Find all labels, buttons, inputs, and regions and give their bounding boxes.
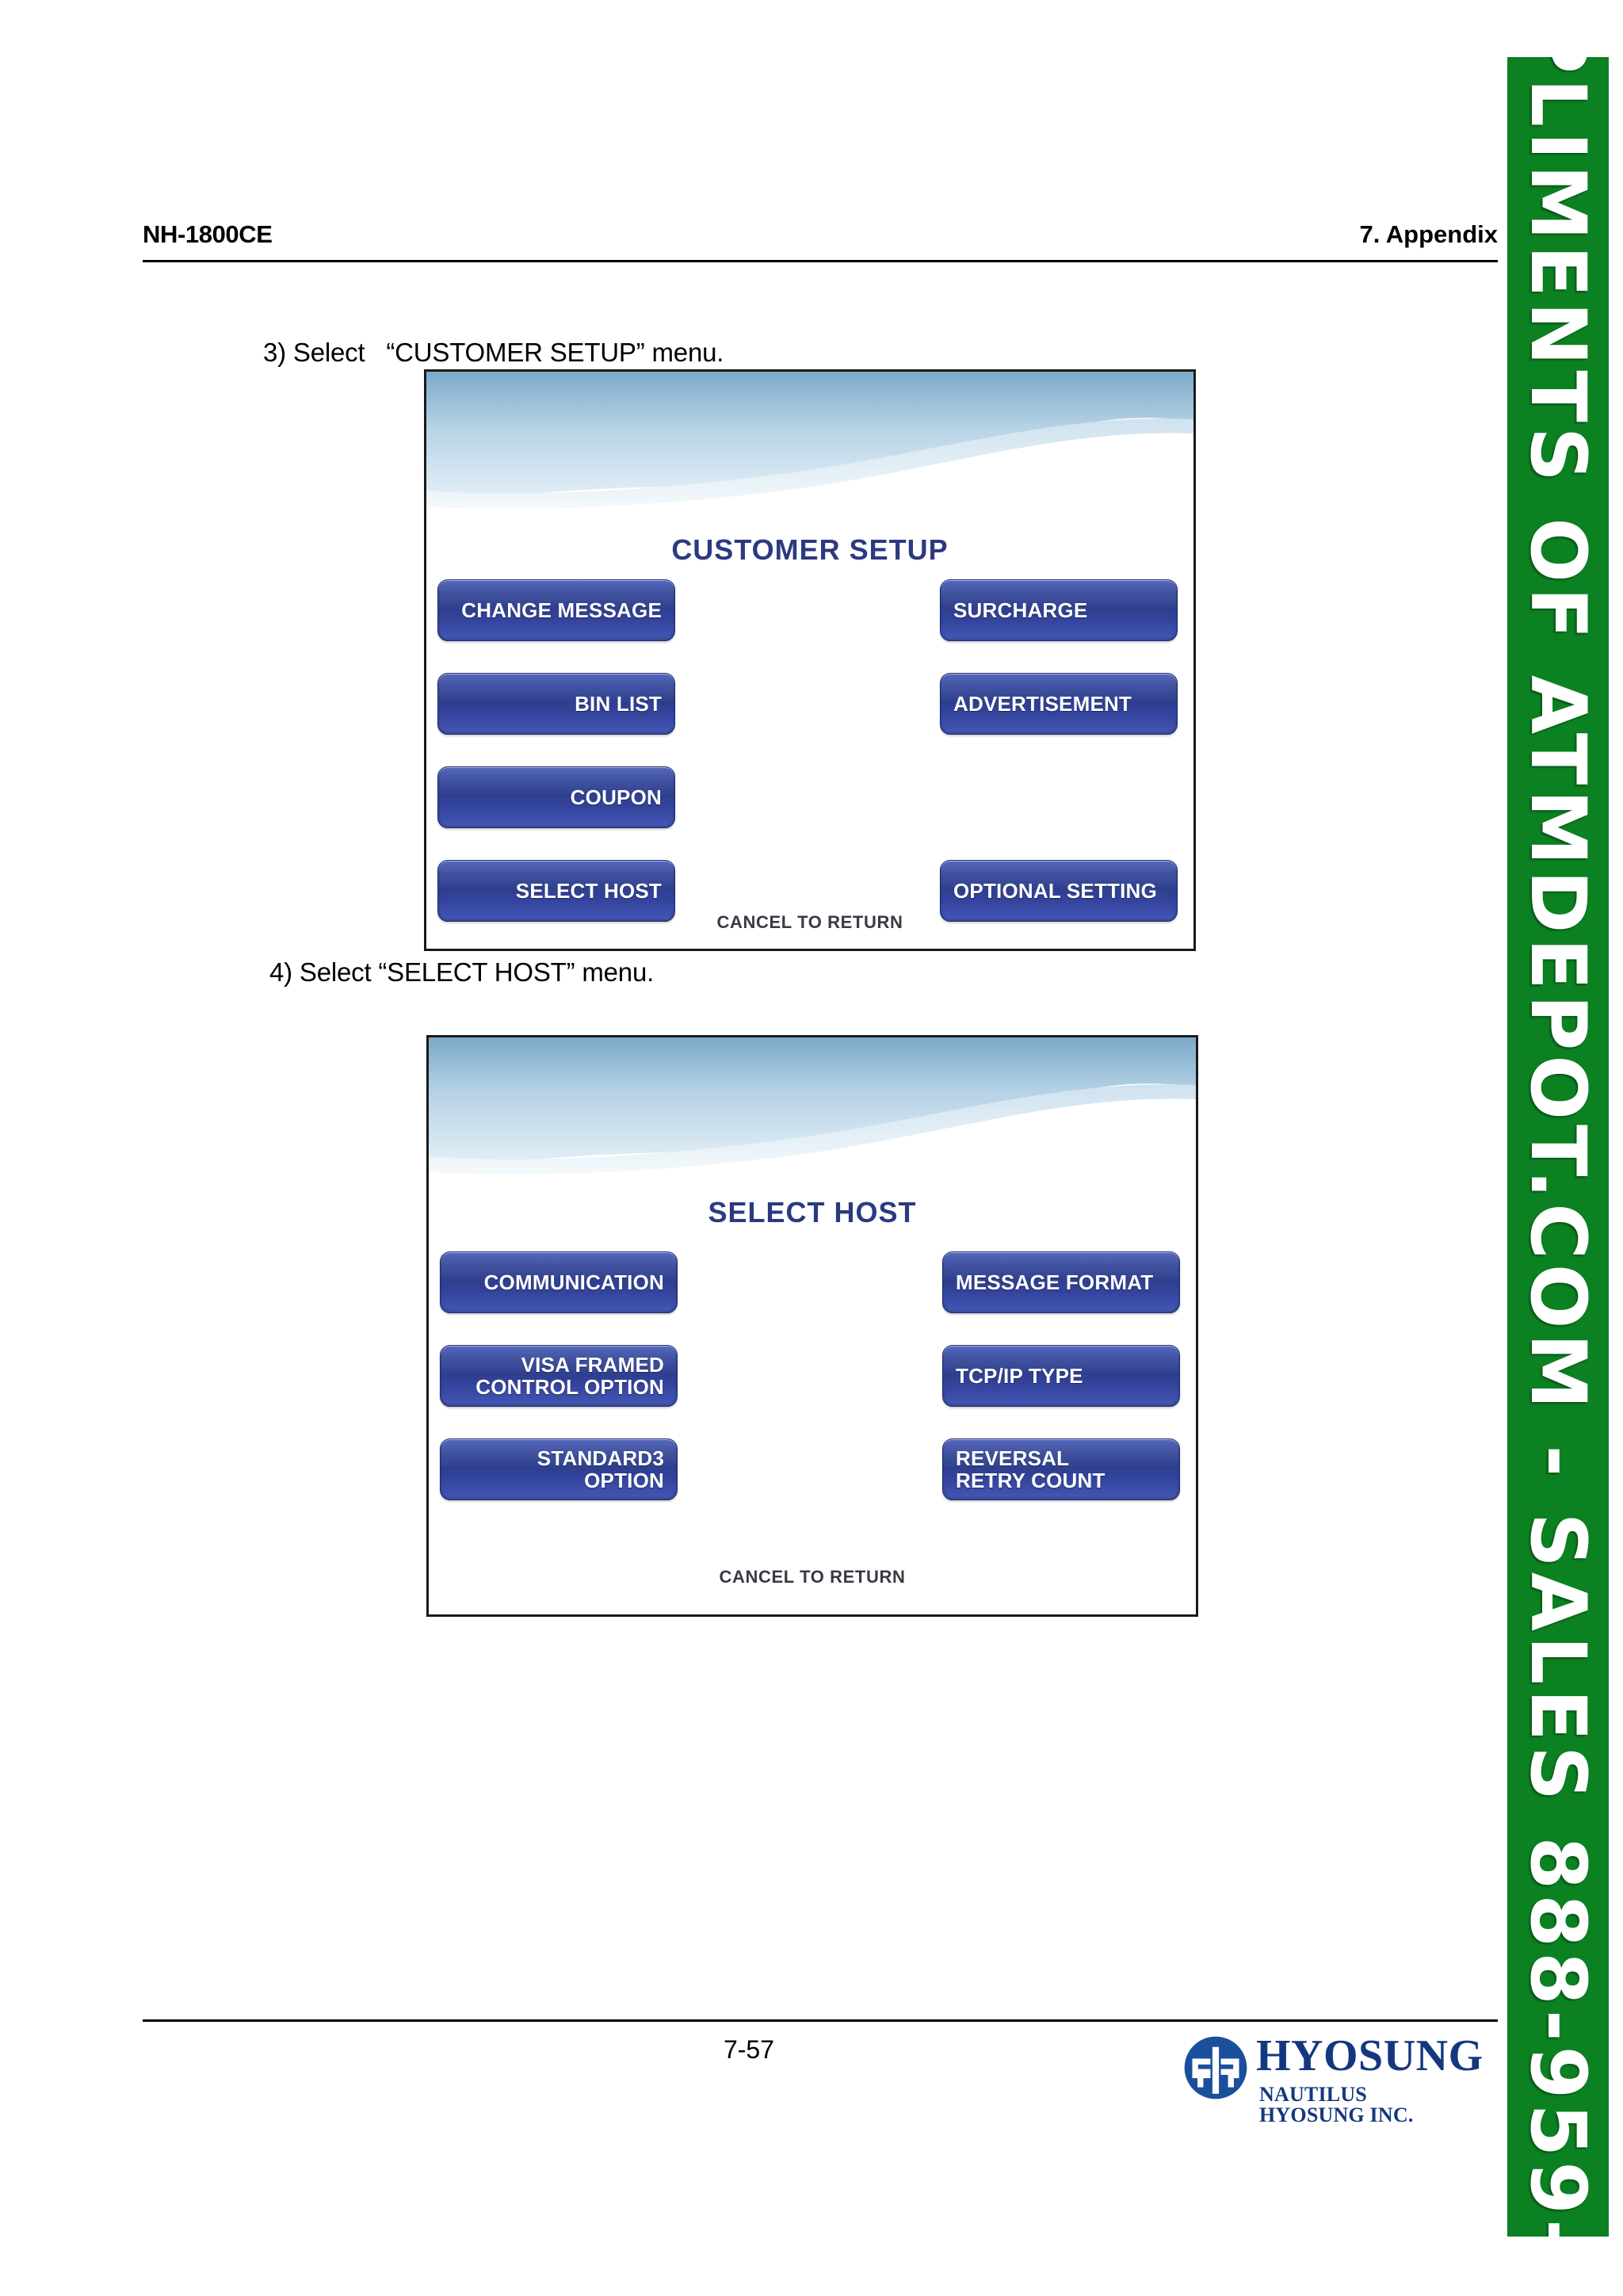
button-label: BIN LIST — [575, 691, 662, 716]
atmdepot-side-banner: COMPLIMENTS OF ATMDEPOT.COM - SALES 888-… — [1507, 57, 1609, 2237]
wave-graphic — [429, 1037, 1196, 1188]
wave-graphic — [426, 372, 1193, 522]
button-label-line-1: STANDARD3 — [537, 1446, 664, 1470]
button-select-host[interactable]: SELECT HOST — [437, 860, 675, 922]
button-label-line-2: RETRY COUNT — [956, 1469, 1106, 1492]
button-label: CHANGE MESSAGE — [461, 598, 662, 622]
button-bin-list[interactable]: BIN LIST — [437, 673, 675, 735]
button-reversal-retry-count[interactable]: REVERSAL RETRY COUNT — [942, 1438, 1180, 1500]
atm-screen-customer-setup: CUSTOMER SETUP CHANGE MESSAGE BIN LIST C… — [424, 369, 1196, 951]
button-coupon[interactable]: COUPON — [437, 766, 675, 828]
screen-title: SELECT HOST — [708, 1196, 917, 1228]
step-3-instruction: 3) Select “CUSTOMER SETUP” menu. — [263, 338, 724, 367]
button-advertisement[interactable]: ADVERTISEMENT — [940, 673, 1178, 735]
button-message-format[interactable]: MESSAGE FORMAT — [942, 1251, 1180, 1313]
button-communication[interactable]: COMMUNICATION — [440, 1251, 678, 1313]
hyosung-wordmark: HYOSUNG — [1256, 2031, 1484, 2080]
button-label-line-1: REVERSAL — [956, 1446, 1070, 1470]
atm-screen-select-host: SELECT HOST COMMUNICATION VISA FRAMED CO… — [426, 1035, 1198, 1617]
page-number: 7-57 — [723, 2035, 775, 2064]
screen-wave-header — [426, 372, 1193, 522]
hyosung-logo: HYOSUNG NAUTILUS HYOSUNG INC. — [1183, 2029, 1483, 2126]
button-optional-setting[interactable]: OPTIONAL SETTING — [940, 860, 1178, 922]
cancel-to-return-note: CANCEL TO RETURN — [716, 912, 903, 932]
button-change-message[interactable]: CHANGE MESSAGE — [437, 579, 675, 641]
side-banner-text: COMPLIMENTS OF ATMDEPOT.COM - SALES 888-… — [1514, 57, 1602, 2237]
header-model-name: NH-1800CE — [143, 220, 273, 248]
header-chapter-name: 7. Appendix — [1359, 220, 1498, 248]
screen-wave-header — [429, 1037, 1196, 1188]
button-label: OPTIONAL SETTING — [953, 878, 1157, 903]
button-label: ADVERTISEMENT — [953, 691, 1132, 716]
button-standard3-option[interactable]: STANDARD3 OPTION — [440, 1438, 678, 1500]
screen-title: CUSTOMER SETUP — [671, 533, 949, 566]
document-header: NH-1800CE 7. Appendix — [143, 220, 1498, 266]
step-4-instruction: 4) Select “SELECT HOST” menu. — [269, 957, 655, 987]
button-label: TCP/IP TYPE — [956, 1363, 1083, 1388]
hyosung-emblem-icon — [1184, 2036, 1247, 2099]
button-label: COMMUNICATION — [483, 1270, 664, 1294]
button-label-line-2: OPTION — [584, 1469, 664, 1492]
hyosung-subtitle: NAUTILUS HYOSUNG INC. — [1259, 2083, 1414, 2126]
button-surcharge[interactable]: SURCHARGE — [940, 579, 1178, 641]
header-divider — [143, 260, 1498, 262]
button-label: MESSAGE FORMAT — [956, 1270, 1154, 1294]
button-label-line-2: CONTROL OPTION — [475, 1375, 664, 1399]
cancel-to-return-note: CANCEL TO RETURN — [719, 1567, 906, 1587]
footer-divider — [143, 2019, 1498, 2022]
button-label: SELECT HOST — [515, 878, 662, 903]
button-tcp-ip-type[interactable]: TCP/IP TYPE — [942, 1345, 1180, 1407]
button-visa-framed-control-option[interactable]: VISA FRAMED CONTROL OPTION — [440, 1345, 678, 1407]
button-label: SURCHARGE — [953, 598, 1088, 622]
button-label-line-1: VISA FRAMED — [521, 1352, 664, 1377]
button-label: COUPON — [570, 785, 662, 809]
document-page: NH-1800CE 7. Appendix 3) Select “CUSTOME… — [143, 220, 1498, 2126]
